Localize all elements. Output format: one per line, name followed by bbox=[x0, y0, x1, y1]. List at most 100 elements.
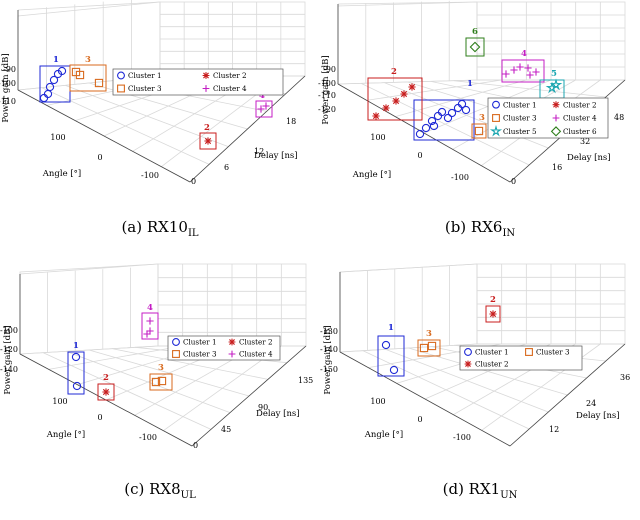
cluster-number: 2 bbox=[204, 123, 210, 133]
x-axis-label: Angle [°] bbox=[46, 430, 85, 440]
cluster-1: 1 bbox=[39, 55, 71, 103]
plus-marker bbox=[146, 317, 154, 325]
y-axis-label: Delay [ns] bbox=[576, 411, 620, 421]
gridline bbox=[339, 263, 478, 273]
caption-text: (b) RX6IN bbox=[445, 218, 516, 239]
circle-marker bbox=[421, 123, 431, 133]
x-tick-label: 100 bbox=[370, 133, 385, 142]
cluster-3: 3 bbox=[417, 329, 441, 357]
z-tick-label: -90 bbox=[3, 65, 16, 74]
y-tick-label: 0 bbox=[193, 441, 198, 450]
axes bbox=[17, 10, 306, 183]
cluster-number: 3 bbox=[479, 113, 485, 123]
legend-entry-label: Cluster 3 bbox=[128, 84, 162, 93]
asterisk-marker bbox=[102, 388, 110, 396]
caption-text: (c) RX8UL bbox=[124, 480, 196, 501]
asterisk-marker bbox=[372, 112, 380, 120]
y-axis-label: Delay [ns] bbox=[256, 409, 300, 419]
cluster-2: 2 bbox=[367, 67, 423, 121]
x-tick-label: 0 bbox=[417, 415, 422, 424]
cluster-number: 2 bbox=[103, 373, 109, 383]
plus-marker bbox=[202, 85, 210, 92]
cluster-box bbox=[377, 335, 405, 377]
circle-marker bbox=[57, 66, 67, 76]
circle-marker bbox=[381, 340, 391, 350]
cluster-box bbox=[255, 100, 273, 118]
left-wall bbox=[337, 1, 478, 85]
y-tick-label: 18 bbox=[286, 117, 296, 126]
legend-entry-label: Cluster 5 bbox=[503, 127, 537, 136]
cluster-box bbox=[501, 59, 545, 83]
asterisk-marker bbox=[228, 338, 236, 346]
legend-entry-label: Cluster 1 bbox=[183, 338, 217, 347]
panel-caption: (c) RX8UL bbox=[124, 480, 196, 501]
circle-marker bbox=[415, 129, 425, 139]
square-marker bbox=[419, 343, 429, 353]
legend-entry-label: Cluster 4 bbox=[213, 84, 247, 93]
z-tick-label: -100 bbox=[0, 79, 16, 88]
z-tick-label: -140 bbox=[320, 345, 338, 354]
legend-entry-label: Cluster 4 bbox=[563, 114, 597, 123]
z-tick-label: -130 bbox=[320, 327, 338, 336]
circle-marker bbox=[453, 103, 463, 113]
z-tick-label: -120 bbox=[0, 345, 18, 354]
cluster-4: 4 bbox=[501, 49, 545, 83]
circle-marker bbox=[43, 89, 53, 99]
cluster-number: 6 bbox=[472, 27, 478, 37]
cluster-box bbox=[367, 77, 423, 121]
asterisk-marker bbox=[400, 90, 408, 98]
y-axis-line bbox=[509, 343, 626, 447]
x-tick-label: 0 bbox=[417, 151, 422, 160]
cluster-number: 2 bbox=[490, 295, 496, 305]
z-tick-label: -120 bbox=[318, 105, 336, 114]
z-tick-label: -100 bbox=[318, 79, 336, 88]
y-axis-line bbox=[189, 75, 306, 183]
square-marker bbox=[427, 341, 437, 351]
y-tick-label: 135 bbox=[298, 376, 313, 385]
cluster-number: 4 bbox=[147, 303, 153, 313]
circle-marker bbox=[492, 100, 500, 109]
legend-entry-label: Cluster 6 bbox=[563, 127, 597, 136]
plus-marker bbox=[146, 327, 154, 335]
square-marker bbox=[172, 350, 180, 358]
z-axis-label: Power gain [dB] bbox=[323, 325, 333, 394]
legend-box bbox=[167, 335, 281, 361]
y-tick-label: 12 bbox=[549, 425, 559, 434]
cluster-number: 2 bbox=[391, 67, 397, 77]
cluster-3: 3 bbox=[471, 113, 487, 139]
legend-box bbox=[487, 97, 609, 139]
x-tick-label: 100 bbox=[52, 397, 67, 406]
z-tick-label: -140 bbox=[0, 365, 18, 374]
x-tick-label: 0 bbox=[97, 153, 102, 162]
cluster-box bbox=[199, 132, 217, 150]
cluster-number: 3 bbox=[426, 329, 432, 339]
cluster-2: 2 bbox=[97, 373, 115, 401]
asterisk-marker bbox=[202, 72, 210, 79]
plus-marker bbox=[552, 114, 560, 122]
circle-marker bbox=[39, 93, 49, 103]
cluster-number: 4 bbox=[521, 49, 527, 59]
left-wall bbox=[19, 263, 159, 355]
cluster-box bbox=[141, 312, 159, 340]
cluster-box bbox=[465, 37, 485, 57]
asterisk-marker bbox=[552, 101, 560, 109]
z-tick-label: -110 bbox=[0, 97, 16, 106]
x-axis-line bbox=[17, 89, 191, 183]
cluster-2: 2 bbox=[485, 295, 501, 323]
cluster-3: 3 bbox=[69, 55, 107, 92]
panel-caption: (d) RX1UN bbox=[443, 480, 518, 501]
y-tick-label: 16 bbox=[552, 163, 562, 172]
cluster-4: 4 bbox=[141, 303, 159, 340]
circle-marker bbox=[447, 108, 457, 118]
circle-marker bbox=[443, 113, 453, 123]
cluster-1: 1 bbox=[67, 341, 85, 395]
square-marker bbox=[117, 84, 125, 93]
legend-entry-label: Cluster 2 bbox=[563, 100, 597, 109]
legend-entry-label: Cluster 1 bbox=[128, 71, 162, 80]
